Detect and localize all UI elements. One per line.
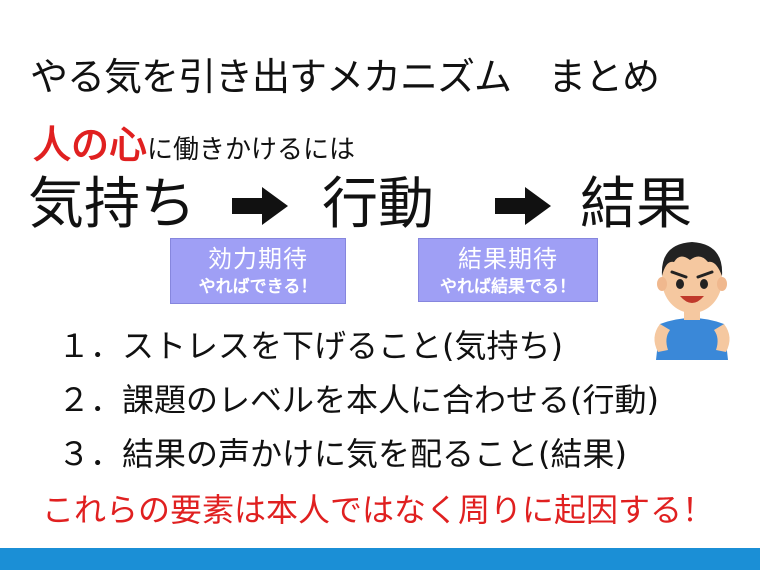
flow-step-result: 結果 [580, 172, 692, 237]
box-caption: やればできる！ [198, 277, 318, 297]
subtitle-rest: に働きかけるには [147, 135, 356, 165]
flow-step-feeling: 気持ち [28, 172, 196, 237]
subtitle-highlight: 人の心 [33, 123, 148, 167]
flow-step-action: 行動 [322, 172, 434, 237]
page-title: やる気を引き出すメカニズム まとめ [30, 55, 660, 99]
arrow-right-icon [232, 187, 288, 225]
box-caption: やれば結果でる！ [440, 277, 576, 297]
list-item: １．ストレスを下げること(気持ち) [58, 327, 563, 365]
efficacy-expectation-box: 効力期待 やればできる！ [170, 238, 346, 304]
list-item: ３．結果の声かけに気を配ること(結果) [58, 435, 627, 473]
box-title: 効力期待 [208, 245, 308, 273]
box-title: 結果期待 [458, 245, 558, 273]
boy-illustration [654, 242, 730, 360]
bottom-bar [0, 548, 760, 570]
list-item: ２．課題のレベルを本人に合わせる(行動) [58, 381, 659, 419]
arrow-right-icon [495, 187, 551, 225]
subtitle: 人の心に働きかけるには [33, 121, 355, 177]
outcome-expectation-box: 結果期待 やれば結果でる！ [418, 238, 598, 302]
conclusion-text: これらの要素は本人ではなく周りに起因する！ [42, 491, 715, 529]
